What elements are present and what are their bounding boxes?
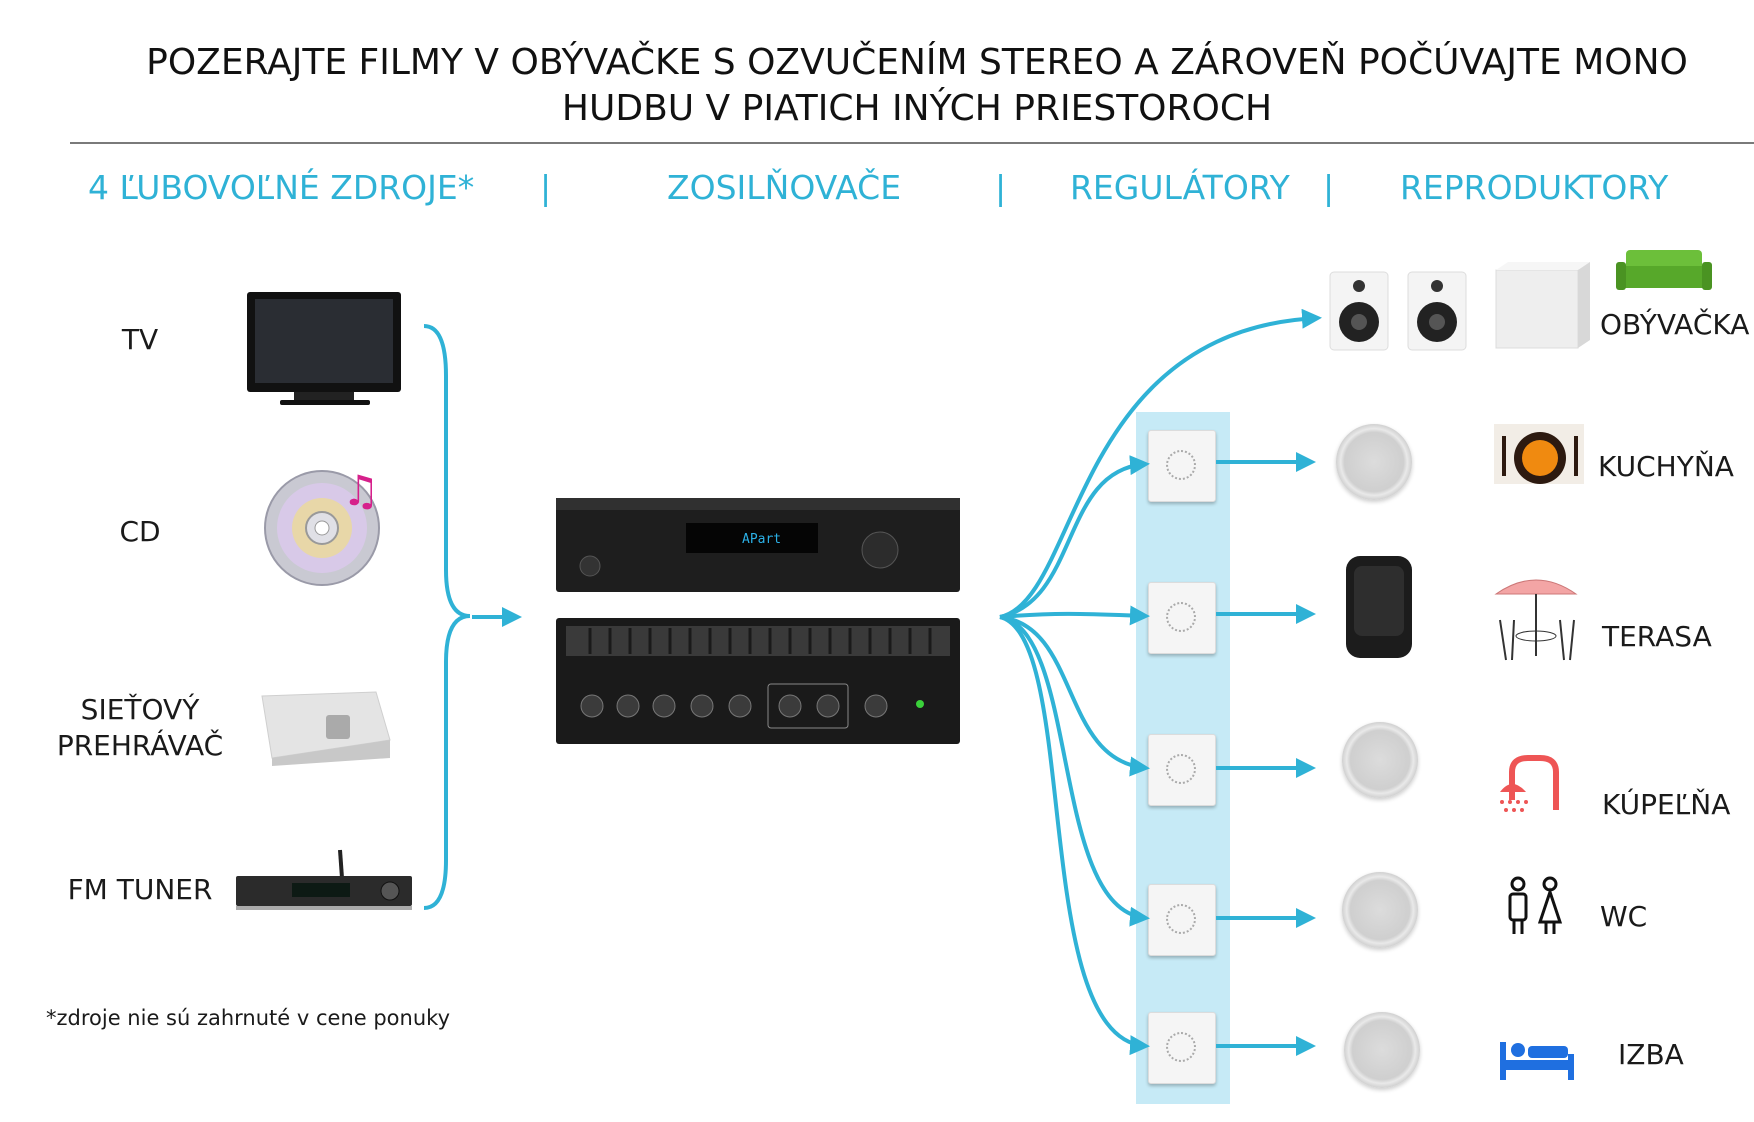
header-separator-2: | [995, 168, 1007, 207]
svg-text:♫: ♫ [342, 466, 380, 515]
volume-knob-icon [1166, 904, 1196, 934]
arrow-to-terrace-controller [999, 605, 1150, 626]
room-label-bathroom: KÚPEĽŇA [1602, 788, 1731, 821]
title-divider [70, 142, 1754, 144]
room-label-wc: WC [1600, 900, 1648, 933]
room-label-living-room: OBÝVAČKA [1600, 308, 1750, 341]
room-label-bedroom: IZBA [1618, 1038, 1684, 1071]
subwoofer [1495, 262, 1590, 349]
arrow-to-living-room [999, 308, 1322, 619]
amplifier-2 [556, 618, 960, 744]
title-line-1: POZERAJTE FILMY V OBÝVAČKE S OZVUČENÍM S… [146, 42, 1688, 83]
shower-icon [1500, 755, 1559, 812]
ceiling-speaker-bedroom [1344, 1012, 1420, 1088]
footnote: *zdroje nie sú zahrnuté v cene ponuky [46, 1006, 450, 1030]
header-speakers: REPRODUKTORY [1400, 168, 1669, 207]
volume-knob-icon [1166, 754, 1196, 784]
ceiling-speaker-bathroom [1342, 722, 1418, 798]
source-bracket [423, 324, 471, 910]
page-title: POZERAJTE FILMY V OBÝVAČKE S OZVUČENÍM S… [0, 40, 1754, 132]
cd-icon: ♫ [264, 466, 380, 586]
arrow-to-wc-controller [999, 615, 1150, 927]
sofa-icon [1616, 250, 1712, 290]
amplifier-1: APart [556, 498, 960, 592]
header-separator-3: | [1323, 168, 1335, 207]
source-label-fm-tuner: FM TUNER [67, 873, 213, 906]
bookshelf-speaker-right [1407, 271, 1467, 351]
ceiling-speaker-wc [1342, 872, 1418, 948]
volume-controller-bathroom [1148, 734, 1216, 806]
title-line-2: HUDBU V PIATICH INÝCH PRIESTOROCH [561, 88, 1273, 129]
terrace-table-icon [1494, 579, 1578, 661]
header-sources: 4 ĽUBOVOĽNÉ ZDROJE* [88, 168, 475, 207]
outdoor-speaker-terrace [1346, 556, 1412, 658]
header-amplifiers: ZOSILŇOVAČE [667, 168, 902, 207]
source-label-tv: TV [121, 323, 159, 356]
network-player-icon [261, 691, 391, 766]
plate-cutlery-icon [1494, 424, 1584, 484]
volume-controller-bedroom [1148, 1012, 1216, 1084]
volume-knob-icon [1166, 602, 1196, 632]
arrow-to-kitchen-controller [999, 455, 1150, 619]
arrow-to-bathroom-controller [999, 615, 1150, 777]
volume-knob-icon [1166, 450, 1196, 480]
source-label-cd: CD [119, 515, 161, 548]
fm-tuner-icon [236, 849, 412, 910]
source-label-network-player: SIEŤOVÝ PREHRÁVAČ [56, 693, 224, 762]
room-label-kitchen: KUCHYŇA [1598, 450, 1734, 483]
amplifier-display: APart [742, 532, 781, 547]
volume-knob-icon [1166, 1032, 1196, 1062]
ceiling-speaker-kitchen [1336, 424, 1412, 500]
bed-icon [1500, 1042, 1574, 1080]
restroom-icon [1508, 876, 1563, 934]
volume-controller-kitchen [1148, 430, 1216, 502]
bookshelf-speaker-left [1329, 271, 1389, 351]
arrow-to-bedroom-controller [999, 615, 1150, 1056]
header-separator-1: | [540, 168, 552, 207]
header-controllers: REGULÁTORY [1070, 168, 1290, 207]
room-label-terrace: TERASA [1602, 620, 1712, 653]
volume-controller-wc [1148, 884, 1216, 956]
tv-icon [247, 292, 401, 405]
